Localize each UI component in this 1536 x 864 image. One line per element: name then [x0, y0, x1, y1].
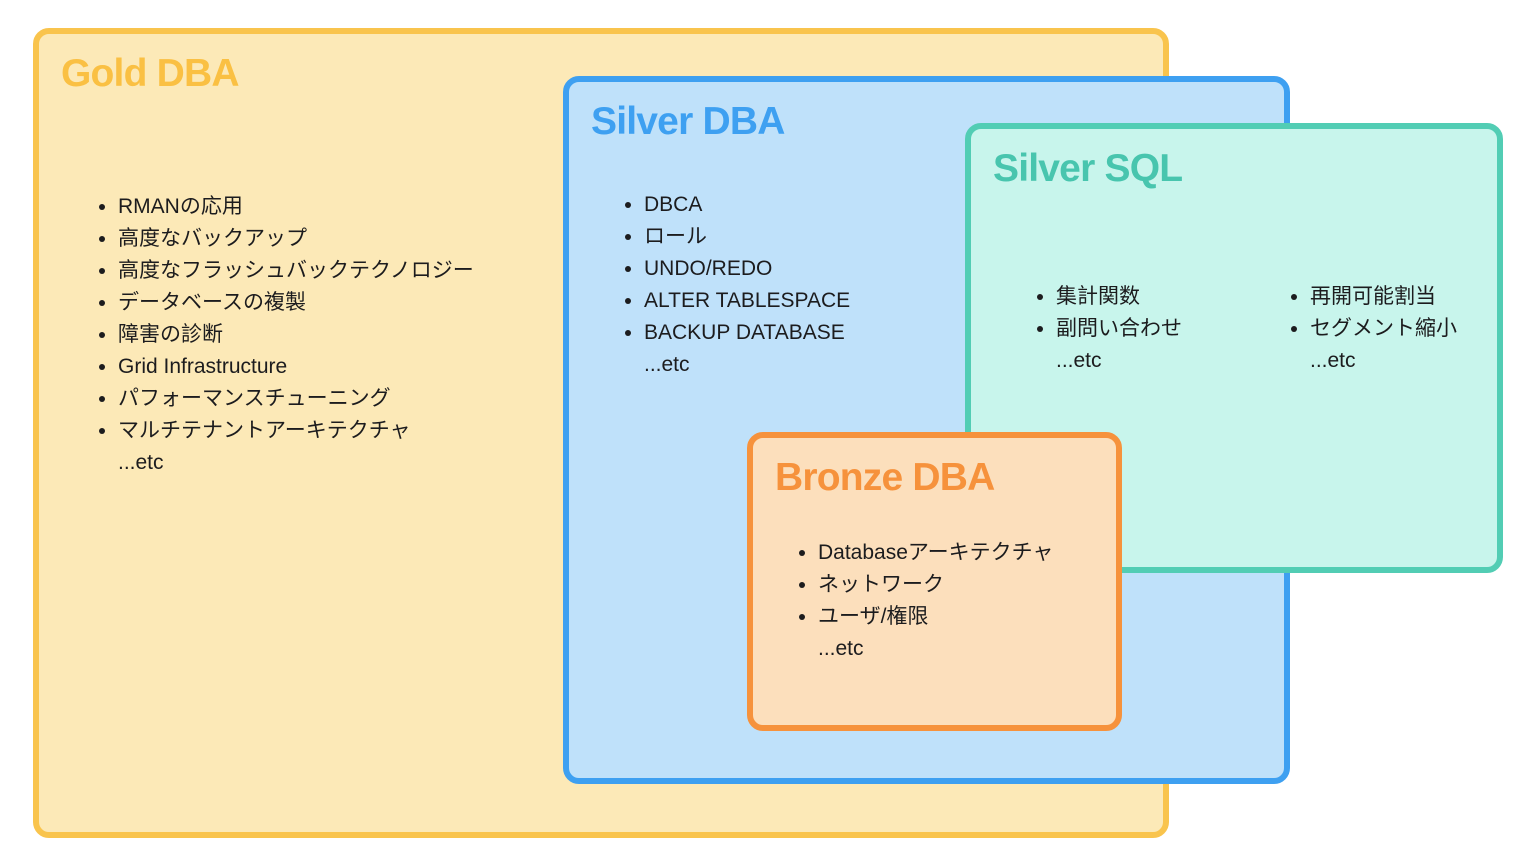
list-item: セグメント縮小 — [1310, 313, 1457, 345]
list-item: 再開可能割当 — [1310, 281, 1457, 313]
etc-label: ...etc — [1056, 349, 1102, 372]
list-item: BACKUP DATABASE — [644, 317, 850, 349]
list-item: データベースの複製 — [118, 287, 474, 319]
list-item: 集計関数 — [1056, 281, 1182, 313]
silver-sql-title: Silver SQL — [993, 147, 1183, 190]
list-item: マルチテナントアーキテクチャ — [118, 415, 474, 447]
gold-dba-list: RMANの応用高度なバックアップ高度なフラッシュバックテクノロジーデータベースの… — [94, 191, 474, 479]
etc-label: ...etc — [818, 637, 864, 660]
list-item: 障害の診断 — [118, 319, 474, 351]
silver-dba-list: DBCAロールUNDO/REDOALTER TABLESPACEBACKUP D… — [620, 189, 850, 381]
etc-label: ...etc — [118, 451, 164, 474]
list-item: 高度なフラッシュバックテクノロジー — [118, 255, 474, 287]
etc-label: ...etc — [1310, 349, 1356, 372]
bronze-dba-box: Bronze DBA Databaseアーキテクチャネットワークユーザ/権限 .… — [747, 432, 1122, 731]
list-item: ユーザ/権限 — [818, 601, 1053, 633]
list-item: ネットワーク — [818, 569, 1053, 601]
list-item: 副問い合わせ — [1056, 313, 1182, 345]
gold-dba-title: Gold DBA — [61, 52, 240, 95]
silver-sql-list-column-1: 集計関数副問い合わせ ...etc — [1032, 281, 1182, 377]
list-item: ALTER TABLESPACE — [644, 285, 850, 317]
etc-label: ...etc — [644, 353, 690, 376]
silver-sql-list-column-2: 再開可能割当セグメント縮小 ...etc — [1286, 281, 1457, 377]
list-item: パフォーマンスチューニング — [118, 383, 474, 415]
list-item: UNDO/REDO — [644, 253, 850, 285]
list-item: DBCA — [644, 189, 850, 221]
list-item: RMANの応用 — [118, 191, 474, 223]
bronze-dba-title: Bronze DBA — [775, 456, 995, 499]
list-item: 高度なバックアップ — [118, 223, 474, 255]
silver-dba-title: Silver DBA — [591, 100, 785, 143]
list-item: Databaseアーキテクチャ — [818, 537, 1053, 569]
bronze-dba-list: Databaseアーキテクチャネットワークユーザ/権限 ...etc — [794, 537, 1053, 665]
list-item: Grid Infrastructure — [118, 351, 474, 383]
list-item: ロール — [644, 221, 850, 253]
